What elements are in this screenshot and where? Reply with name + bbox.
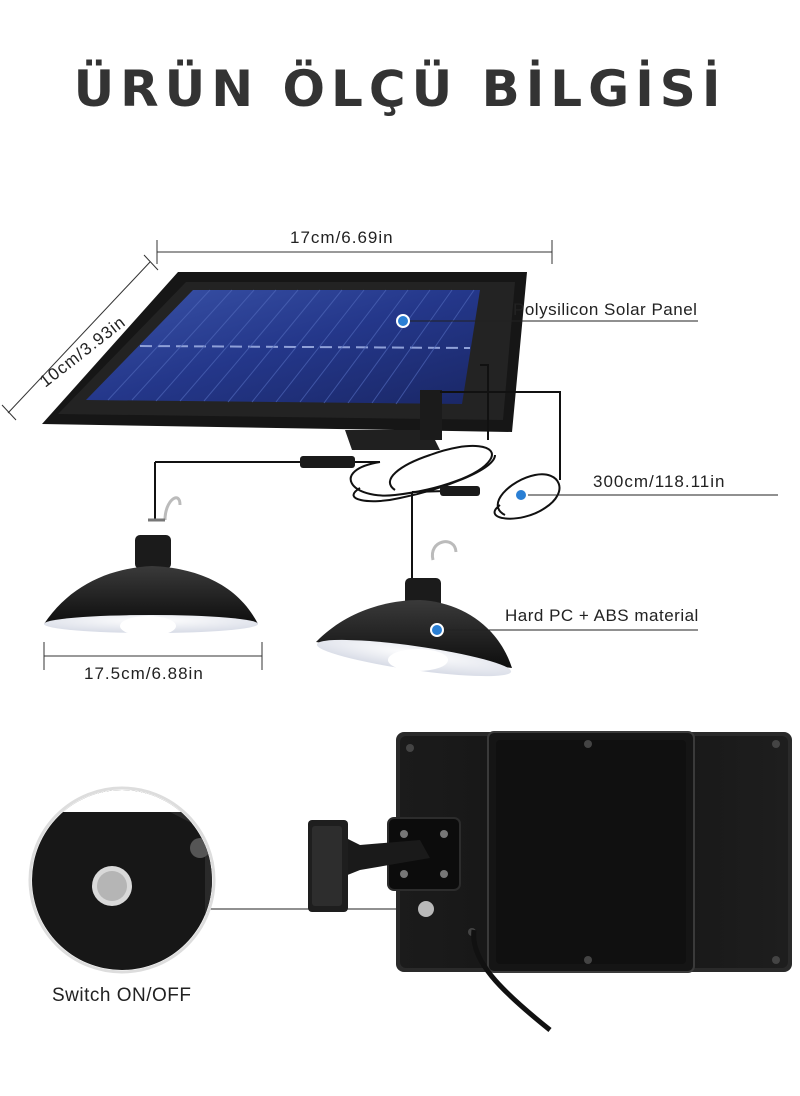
cable-connector-icon — [300, 456, 355, 468]
pendant-lamp-illustration — [316, 540, 512, 677]
panel-back-illustration — [308, 731, 792, 1032]
panel-width-dimension — [156, 240, 553, 264]
switch-label: Switch ON/OFF — [52, 985, 192, 1006]
panel-width-label: 17cm/6.69in — [290, 228, 394, 247]
panel-height-dimension — [1, 254, 159, 421]
cable-length-label: 300cm/118.11in — [593, 472, 726, 491]
panel-material-label: Polysilicon Solar Panel — [513, 300, 698, 319]
switch-zoom-illustration — [28, 786, 216, 974]
lamp-material-label: Hard PC + ABS material — [505, 606, 699, 625]
pendant-lamp-illustration — [44, 496, 258, 636]
solar-panel-illustration — [42, 272, 527, 450]
cable-connector-icon — [440, 486, 480, 496]
page-title: ÜRÜN ÖLÇÜ BİLGİSİ — [73, 60, 727, 118]
lamp-width-label: 17.5cm/6.88in — [84, 664, 204, 683]
lamp-width-dimension — [43, 642, 263, 670]
